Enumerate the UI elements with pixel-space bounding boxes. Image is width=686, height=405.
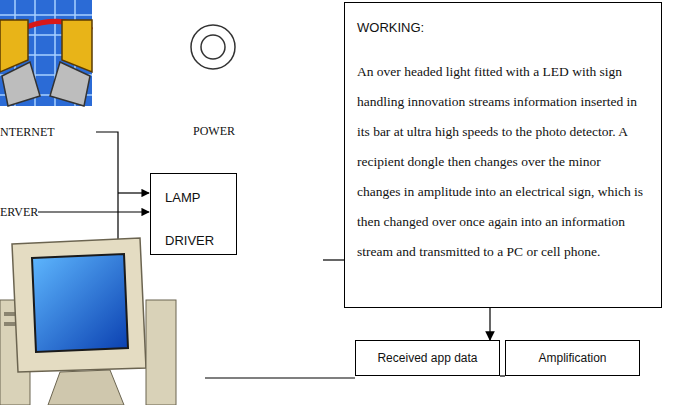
internet-globe (0, 0, 92, 106)
source-label: NTERNET (0, 125, 55, 140)
source-label: ERVER (0, 205, 38, 220)
box-text: Received app data (360, 341, 495, 375)
box-text: LAMP DRIVER (165, 176, 236, 262)
working-note-box: WORKING: An over headed light fitted with… (344, 2, 662, 308)
process-box: Amplification (505, 340, 640, 376)
driver-box: LAMP DRIVER (150, 173, 237, 255)
computer-illustration (0, 238, 176, 405)
box-text: An over headed light fitted with a LED w… (357, 57, 647, 267)
box-heading: WORKING: (357, 19, 647, 37)
process-box: Received app data (355, 340, 500, 376)
flow-arrow (489, 308, 490, 340)
power-symbol (191, 25, 235, 69)
box-text: Amplification (510, 341, 635, 375)
power-label: POWER (193, 124, 235, 139)
